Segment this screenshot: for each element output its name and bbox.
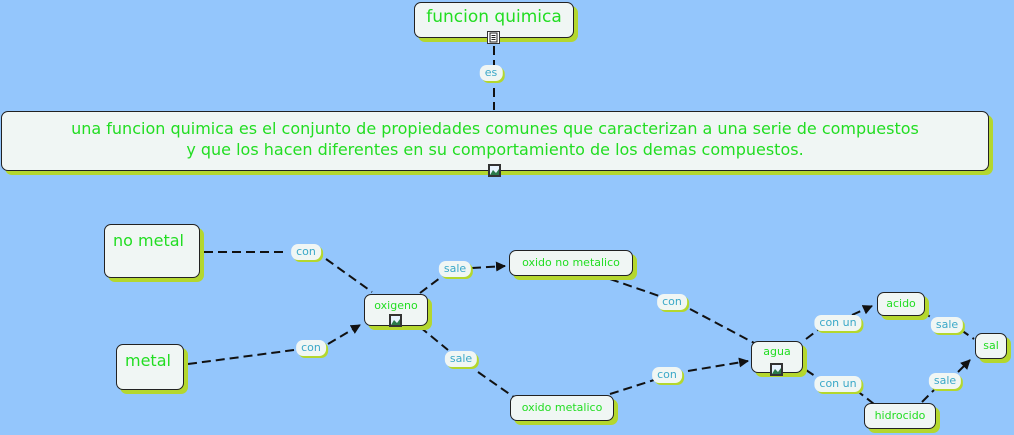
link-metal-con <box>187 349 295 365</box>
link-hidrocido-sale <box>921 389 935 403</box>
node-oxido-metalico-label: oxido metalico <box>521 401 603 414</box>
node-definicion-line1: una funcion quimica es el conjunto de pr… <box>71 119 919 138</box>
link-label-sale-bottom[interactable]: sale <box>444 351 478 367</box>
node-oxido-no-metalico-label: oxido no metalico <box>522 256 620 269</box>
link-label-sale-hidrocido[interactable]: sale <box>928 373 962 389</box>
link-label-sale-acido[interactable]: sale <box>930 317 964 333</box>
node-no-metal-label: no metal <box>113 231 184 250</box>
link-label-sale-top[interactable]: sale <box>438 261 472 277</box>
link-sale-oxidometalico <box>477 371 519 401</box>
link-conun-hidrocido <box>855 389 875 405</box>
image-icon[interactable] <box>770 363 783 376</box>
node-oxido-metalico[interactable]: oxido metalico <box>510 395 614 421</box>
node-acido[interactable]: acido <box>877 292 925 316</box>
node-agua[interactable]: agua <box>751 341 803 376</box>
link-oxidometalico-con <box>609 379 655 395</box>
node-oxigeno[interactable]: oxigeno <box>364 294 428 327</box>
link-label-con-un-top[interactable]: con un <box>814 315 862 331</box>
link-label-con-top[interactable]: con <box>657 294 687 310</box>
link-acido-sale <box>921 311 935 320</box>
node-definicion[interactable]: una funcion quimica es el conjunto de pr… <box>1 111 989 177</box>
image-icon[interactable] <box>488 164 501 177</box>
link-sale-sal <box>960 329 975 340</box>
link-con-agua-2 <box>687 357 749 372</box>
link-oxigeno-sale <box>419 277 441 294</box>
link-con-agua <box>689 308 757 345</box>
link-label-con-metal[interactable]: con <box>296 340 326 356</box>
link-label-con-un-bottom[interactable]: con un <box>814 376 862 392</box>
link-sale-oxidonometalico <box>471 261 506 272</box>
link-agua-conun <box>805 329 819 340</box>
link-label-es[interactable]: es <box>479 65 503 81</box>
link-label-con-bottom[interactable]: con <box>652 367 682 383</box>
node-hidrocido-label: hidrocido <box>874 409 926 422</box>
node-metal[interactable]: metal <box>116 344 184 390</box>
link-agua-conun-2 <box>805 369 819 379</box>
node-no-metal[interactable]: no metal <box>104 224 200 278</box>
link-label-con-no-metal[interactable]: con <box>291 244 321 260</box>
image-icon[interactable] <box>389 314 402 327</box>
node-funcion-quimica[interactable]: funcion quimica <box>414 2 574 44</box>
link-conun-acido <box>851 305 873 316</box>
link-oxigeno-sale-2 <box>419 326 449 351</box>
node-oxido-no-metalico[interactable]: oxido no metalico <box>509 250 633 276</box>
link-oxidonometalico-con <box>609 278 663 298</box>
node-sal-label: sal <box>983 339 999 352</box>
node-agua-label: agua <box>763 345 791 358</box>
link-sale-sal-2 <box>957 359 971 373</box>
node-funcion-quimica-label: funcion quimica <box>426 7 562 27</box>
node-sal[interactable]: sal <box>975 333 1007 359</box>
document-icon[interactable] <box>487 31 500 44</box>
link-con-oxigeno <box>325 258 373 293</box>
node-oxigeno-label: oxigeno <box>374 299 418 312</box>
node-hidrocido[interactable]: hidrocido <box>864 403 936 429</box>
link-con-oxigeno-2 <box>327 324 361 345</box>
node-acido-label: acido <box>886 297 916 310</box>
node-definicion-line2: y que los hacen diferentes en su comport… <box>186 140 804 159</box>
node-metal-label: metal <box>125 351 171 370</box>
